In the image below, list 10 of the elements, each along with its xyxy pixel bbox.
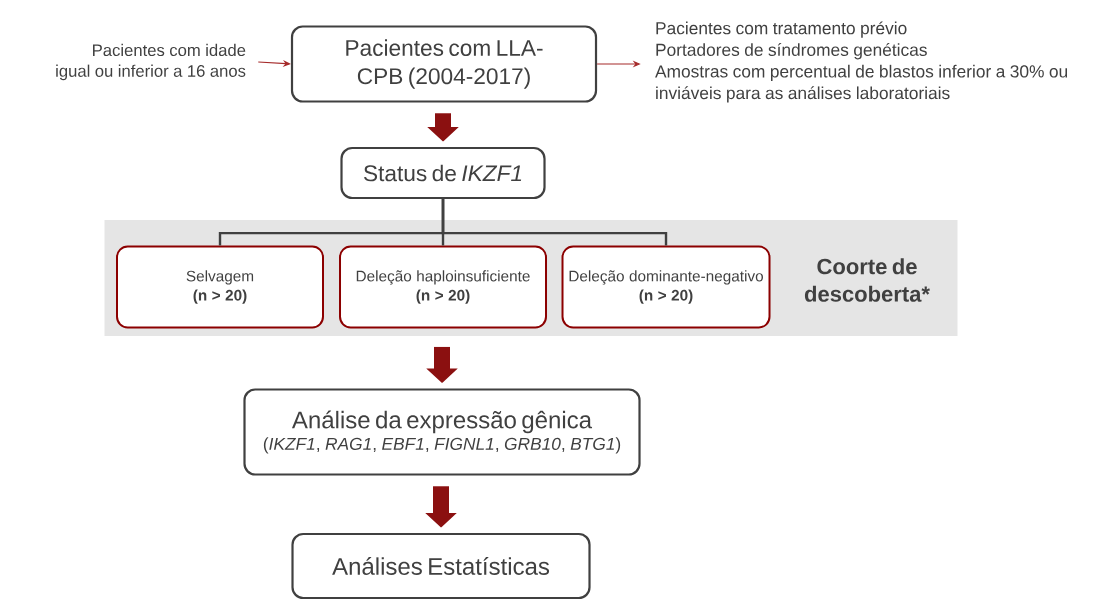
process-box: Deleção dominante-negativo (n > 20) xyxy=(561,245,771,329)
process-box: Deleção haploinsuficiente (n > 20) xyxy=(339,245,547,329)
note-text: Pacientes com tratamento prévio Portadores de síndromes genéticas Amostras com percentual de blastos inferior a 30% ou inviáveis para as análises laboratoriais xyxy=(655,21,1068,103)
process-box: Selvagem (n > 20) xyxy=(116,245,324,329)
process-box: Análise da expressão gênica (IKZF1, RAG1, EBF1, FIGNL1, GRB10, BTG1) xyxy=(243,388,641,476)
note-text: Pacientes com idade igual ou inferior a 16 anos xyxy=(56,43,246,81)
process-box: Pacientes com LLA-CPB (2004-2017) xyxy=(290,25,598,103)
process-box: Status de IKZF1 xyxy=(340,146,546,200)
process-box: Análises Estatísticas xyxy=(291,532,591,600)
connector-line xyxy=(441,199,668,246)
